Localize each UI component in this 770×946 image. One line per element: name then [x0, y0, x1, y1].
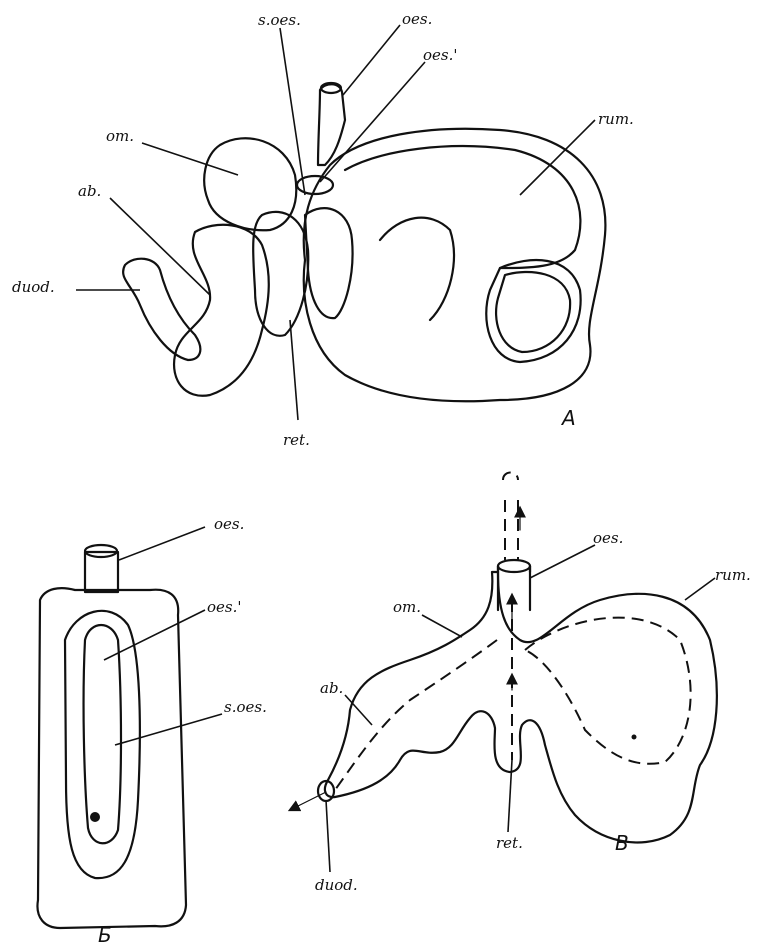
panel-letter-c: B: [615, 831, 629, 855]
leader-c-oes: [530, 545, 595, 578]
label-c-om: om.: [393, 598, 421, 616]
leader-a-rum: [520, 120, 595, 195]
leader-b-oes: [119, 527, 205, 560]
label-a-duod: duod.: [12, 278, 55, 296]
label-c-ab: ab.: [320, 679, 343, 697]
figure-a: s.oes. oes. oes.' om. ab. duod. rum. ret…: [12, 10, 634, 449]
leader-a-oes-prime: [320, 62, 425, 182]
label-c-duod: duod.: [315, 876, 358, 894]
panel-letter-a: A: [560, 406, 576, 430]
groove-inner-b: [84, 625, 121, 843]
oesophagus-shape: [318, 84, 345, 165]
label-c-oes: oes.: [593, 529, 623, 547]
label-b-s-oes: s.oes.: [224, 698, 267, 716]
omasum-shape: [204, 138, 296, 230]
abomasum-shape: [174, 225, 269, 396]
leader-b-s-oes: [115, 714, 222, 745]
label-a-oes: oes.: [402, 10, 432, 28]
rumen-recess: [486, 260, 580, 362]
groove-outer-b: [65, 611, 140, 878]
label-a-ab: ab.: [78, 182, 101, 200]
leader-c-duod: [326, 800, 330, 872]
figure-b: oes. oes.' s.oes. Б: [37, 515, 266, 946]
rumen-block-b: [37, 588, 186, 928]
label-a-rum: rum.: [598, 110, 634, 128]
label-a-oes-prime: oes.': [423, 46, 458, 64]
label-a-ret: ret.: [283, 431, 310, 449]
leader-c-om: [422, 615, 462, 637]
figure-c: oes. om. rum. ab. ret. duod. B: [290, 473, 751, 895]
leader-a-om: [142, 143, 238, 175]
label-b-oes-prime: oes.': [207, 598, 242, 616]
oesophagus-opening-c: [498, 560, 530, 572]
leader-a-oes: [343, 25, 400, 95]
leader-a-ret: [290, 320, 298, 420]
arrow-out-duod: [290, 792, 326, 810]
panel-letter-b: Б: [98, 923, 112, 946]
flow-cap: [503, 473, 518, 481]
label-a-s-oes: s.oes.: [258, 11, 301, 29]
label-c-ret: ret.: [496, 834, 523, 852]
label-b-oes: oes.: [214, 515, 244, 533]
label-c-rum: rum.: [715, 566, 751, 584]
leader-c-rum: [685, 578, 715, 600]
label-a-om: om.: [106, 127, 134, 145]
flow-rumen-loop: [525, 618, 691, 764]
stomach-outline-c: [325, 572, 717, 842]
